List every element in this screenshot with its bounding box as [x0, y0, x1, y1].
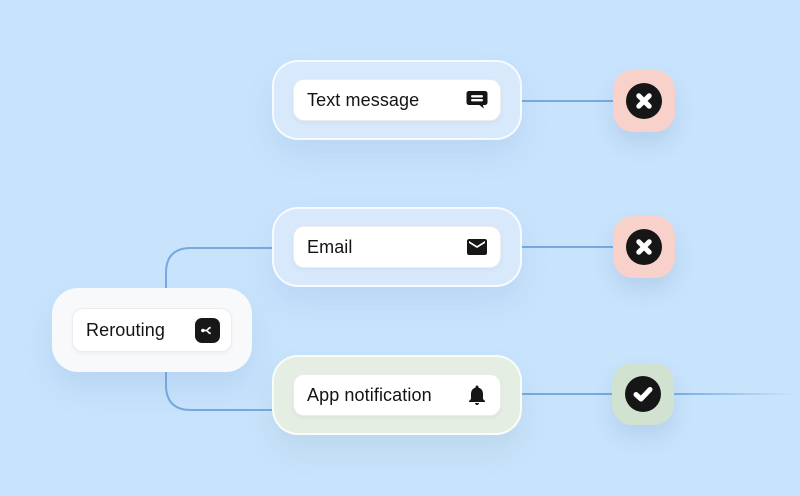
node-text-message-label: Text message — [307, 89, 420, 110]
node-app-notification[interactable]: App notification — [293, 374, 501, 416]
node-rerouting-label: Rerouting — [86, 319, 165, 340]
node-group-email: Email — [272, 207, 522, 287]
node-rerouting[interactable]: Rerouting — [72, 308, 232, 352]
status-error-email[interactable] — [613, 216, 675, 278]
chat-bubble-icon — [465, 88, 489, 112]
node-group-rerouting: Rerouting — [52, 288, 252, 372]
node-group-app-notification: App notification — [272, 355, 522, 435]
x-circle-icon — [626, 229, 662, 265]
node-group-text-message: Text message — [272, 60, 522, 140]
x-circle-icon — [626, 83, 662, 119]
node-email-label: Email — [307, 236, 353, 257]
check-circle-icon — [625, 376, 661, 412]
status-success-app-notification[interactable] — [612, 363, 674, 425]
share-network-icon — [195, 317, 220, 343]
status-error-text-message[interactable] — [613, 70, 675, 132]
node-text-message[interactable]: Text message — [293, 79, 501, 121]
node-app-notification-label: App notification — [307, 384, 432, 405]
bell-icon — [465, 383, 489, 407]
node-email[interactable]: Email — [293, 226, 501, 268]
envelope-icon — [465, 235, 489, 259]
